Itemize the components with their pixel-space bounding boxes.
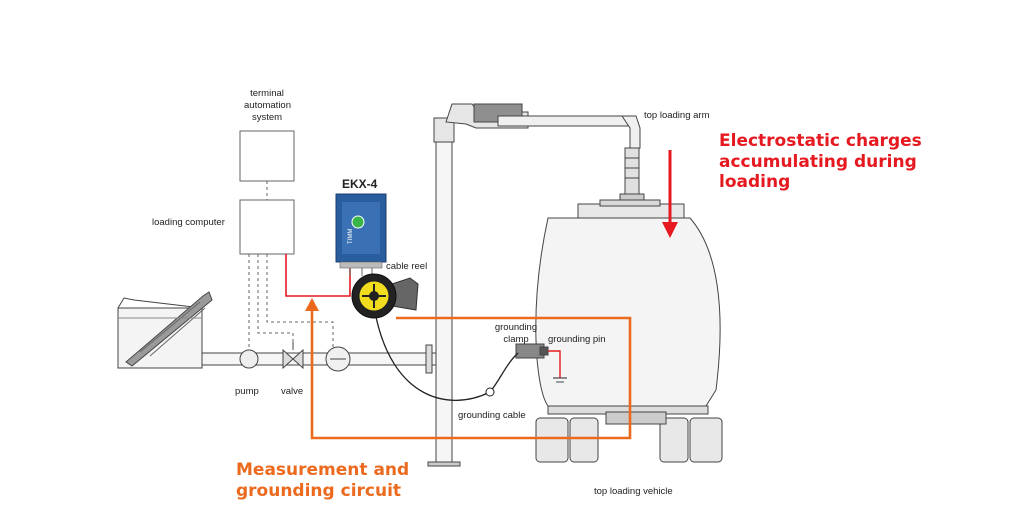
storage-tank [117,291,213,369]
valve-symbol [282,342,304,370]
signal-line [285,254,351,297]
ekx4-device: TIMM [335,193,387,276]
grounding-cable [374,311,519,401]
label-cable-reel: cable reel [386,261,428,272]
pump-symbol [239,349,259,369]
label-grounding-pin: grounding pin [548,334,606,345]
label-top-loading-arm: top loading arm [644,110,710,121]
tank-vehicle [535,199,723,463]
ekx4-indicator [351,215,365,229]
control-lines [248,254,334,350]
label-grounding-clamp: grounding clamp [494,322,538,345]
terminal-automation-box [239,130,295,182]
loading-computer-box [239,199,295,255]
cable-reel [351,273,419,319]
label-pump: pump [235,386,259,397]
grounding-pin-wire [548,350,561,378]
heading-measurement: Measurement and grounding circuit [236,460,410,501]
label-loading-computer: loading computer [152,217,225,228]
electrostatic-arrowhead [662,222,678,238]
riser-column [427,117,461,467]
label-valve: valve [281,386,304,397]
loading-arm [445,103,645,203]
label-terminal-automation: terminal automation system [244,88,292,123]
grounding-clamp [515,343,549,359]
heading-electrostatic: Electrostatic charges accumulating durin… [719,131,922,193]
label-top-loading-vehicle: top loading vehicle [594,486,673,497]
measurement-circuit-arrowhead [305,298,319,311]
label-grounding-cable: grounding cable [458,410,526,421]
label-ekx4: EKX-4 [342,177,378,191]
measurement-circuit-loop [310,300,632,440]
device-brand: TIMM [348,229,354,244]
